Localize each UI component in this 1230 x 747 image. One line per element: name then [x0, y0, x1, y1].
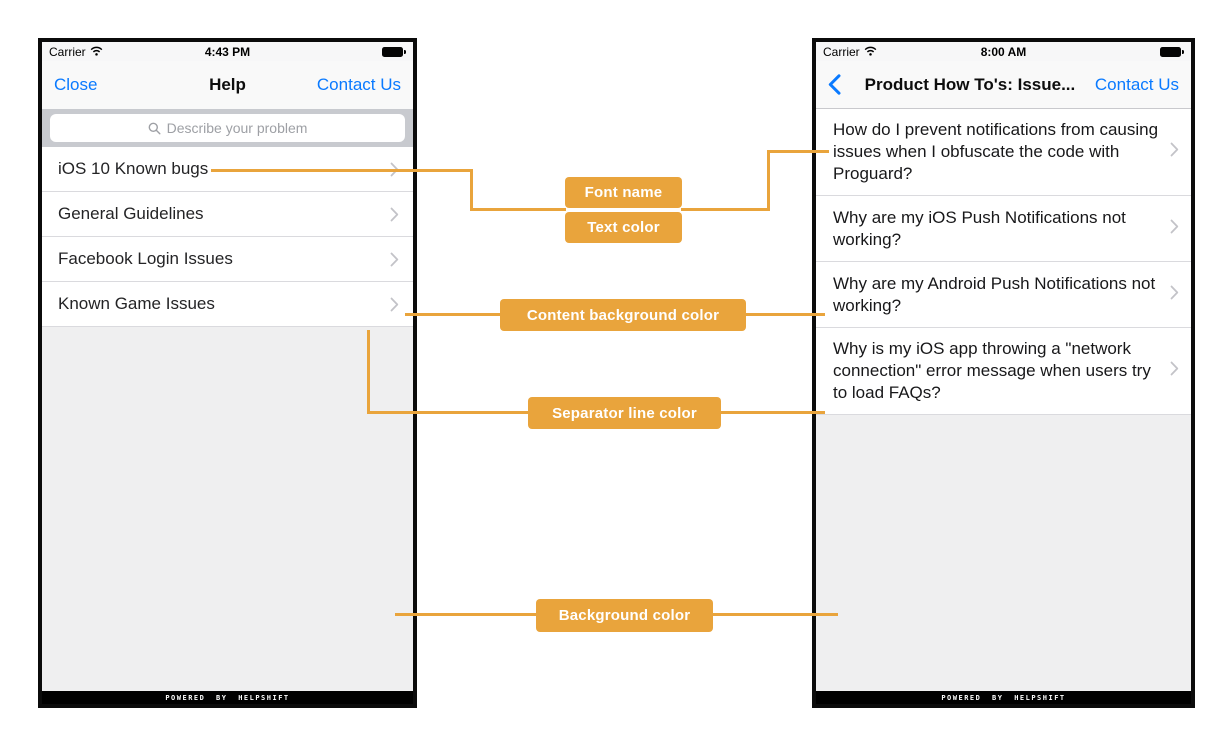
battery-icon [1160, 46, 1184, 57]
right-nav-title: Product How To's: Issue... [864, 74, 1076, 94]
chevron-right-icon [1170, 360, 1179, 382]
connector-line [395, 613, 537, 616]
wifi-icon [864, 45, 877, 59]
carrier-group: Carrier [49, 45, 103, 59]
connector-line [367, 330, 370, 414]
connector-line [767, 150, 770, 211]
left-phone: Carrier 4:43 PM Close Help Contact Us [38, 38, 417, 708]
powered-by-label: POWERED BY HELPSHIFT [165, 693, 290, 702]
list-item[interactable]: Facebook Login Issues [42, 237, 413, 282]
annotation-badge-text-color: Text color [565, 212, 682, 243]
carrier-group: Carrier [823, 45, 877, 59]
carrier-label: Carrier [49, 44, 86, 59]
chevron-right-icon [390, 207, 399, 222]
annotation-badge-background-color: Background color [536, 599, 713, 632]
powered-by-helpshift-bar: POWERED BY HELPSHIFT [42, 691, 413, 704]
list-item-label: iOS 10 Known bugs [58, 159, 209, 178]
search-strip: Describe your problem [42, 109, 413, 147]
chevron-right-icon [390, 252, 399, 267]
annotation-badge-separator-line-color: Separator line color [528, 397, 721, 429]
connector-line [712, 613, 838, 616]
annotation-badge-font-name: Font name [565, 177, 682, 208]
connector-line [681, 208, 770, 211]
list-item[interactable]: Known Game Issues [42, 282, 413, 327]
chevron-right-icon [1170, 141, 1179, 163]
right-status-bar: Carrier 8:00 AM [816, 42, 1191, 61]
faq-item[interactable]: Why are my iOS Push Notifications not wo… [816, 196, 1191, 262]
search-input[interactable]: Describe your problem [50, 114, 405, 142]
search-placeholder: Describe your problem [166, 120, 308, 136]
contact-us-button[interactable]: Contact Us [1094, 74, 1179, 94]
faq-item-label: How do I prevent notifications from caus… [833, 120, 1159, 183]
chevron-right-icon [390, 297, 399, 312]
connector-line [367, 411, 529, 414]
faq-item-label: Why are my iOS Push Notifications not wo… [833, 207, 1126, 249]
wifi-icon [90, 45, 103, 59]
right-background-area [816, 415, 1191, 691]
connector-line [470, 169, 473, 211]
list-item-label: Known Game Issues [58, 294, 215, 313]
connector-line [405, 313, 501, 316]
connector-line [470, 208, 566, 211]
right-phone: Carrier 8:00 AM Product H [812, 38, 1195, 708]
chevron-left-icon [828, 74, 841, 95]
connector-line [767, 150, 829, 153]
annotation-badge-content-background-color: Content background color [500, 299, 746, 331]
faq-item[interactable]: How do I prevent notifications from caus… [816, 109, 1191, 196]
battery-icon [382, 46, 406, 57]
faq-item[interactable]: Why are my Android Push Notifications no… [816, 262, 1191, 328]
chevron-right-icon [1170, 218, 1179, 240]
faq-item[interactable]: Why is my iOS app throwing a "network co… [816, 328, 1191, 415]
contact-us-button[interactable]: Contact Us [316, 75, 401, 94]
close-button[interactable]: Close [54, 75, 98, 94]
connector-line [211, 169, 473, 172]
list-item-label: General Guidelines [58, 204, 204, 223]
chevron-right-icon [1170, 284, 1179, 306]
list-item[interactable]: General Guidelines [42, 192, 413, 237]
connector-line [720, 411, 825, 414]
search-icon [148, 122, 161, 135]
carrier-label: Carrier [823, 44, 860, 59]
powered-by-label: POWERED BY HELPSHIFT [941, 693, 1066, 702]
faq-item-label: Why is my iOS app throwing a "network co… [833, 339, 1151, 402]
back-button[interactable] [828, 74, 845, 95]
left-background-area [42, 327, 413, 691]
list-item-label: Facebook Login Issues [58, 249, 233, 268]
left-status-bar: Carrier 4:43 PM [42, 42, 413, 61]
powered-by-helpshift-bar: POWERED BY HELPSHIFT [816, 691, 1191, 704]
faq-item-label: Why are my Android Push Notifications no… [833, 273, 1156, 315]
left-nav-bar: Close Help Contact Us [42, 61, 413, 109]
right-nav-bar: Product How To's: Issue... Contact Us [816, 61, 1191, 109]
connector-line [745, 313, 825, 316]
